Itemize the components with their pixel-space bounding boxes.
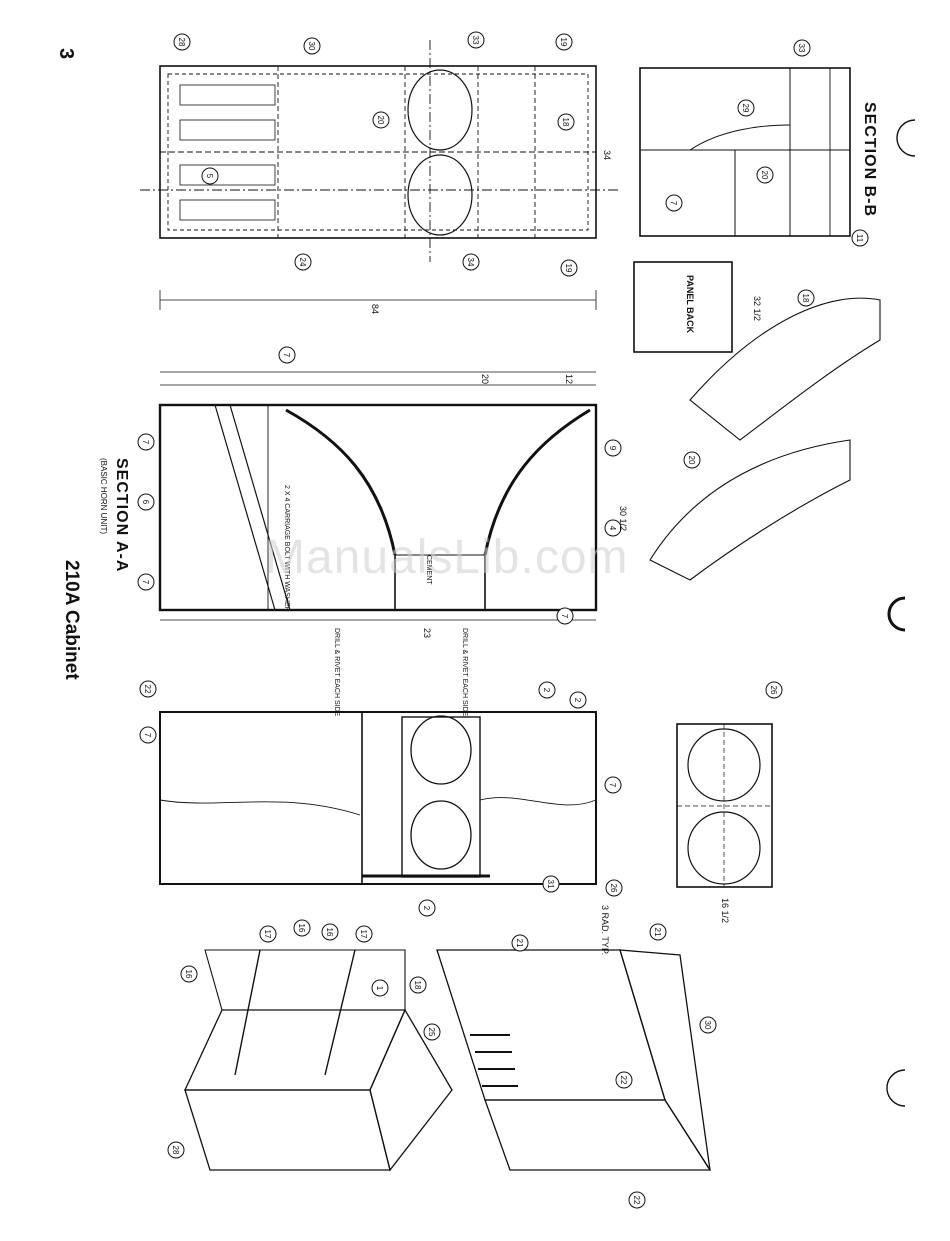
section-aa-subtitle: (BASIC HORN UNIT) — [99, 458, 108, 534]
part-number-label: 7 — [141, 440, 150, 445]
part-number-label: 28 — [171, 1146, 180, 1155]
part-number-label: 1 — [375, 986, 384, 991]
part-number-label: 34 — [466, 258, 475, 267]
part-number-label: 31 — [546, 880, 555, 889]
dim-spacing-a: 12 — [564, 374, 574, 385]
part-number-label: 18 — [801, 294, 810, 303]
isometric-frame-assembly — [183, 949, 453, 1172]
part-number-label: 22 — [143, 685, 152, 694]
punch-hole-mark — [887, 596, 906, 632]
part-number-label: 26 — [769, 686, 778, 695]
top-plan-view — [140, 40, 620, 262]
baffle-board-detail — [676, 723, 773, 888]
part-number-label: 7 — [560, 614, 569, 619]
section-aa-title: SECTION A-A — [113, 458, 130, 573]
part-number-label: 7 — [669, 201, 678, 206]
dim-aa-depth: 30 1/2 — [618, 506, 628, 532]
horn-panel-details — [649, 297, 881, 581]
rear-elevation-view — [159, 711, 597, 885]
part-number-label: 22 — [619, 1076, 628, 1085]
dim-spacing-c: 23 — [422, 628, 432, 639]
part-number-label: 33 — [797, 44, 806, 53]
part-number-label: 29 — [741, 104, 750, 113]
dim-overall-length: 84 — [370, 304, 380, 315]
part-number-label: 6 — [141, 500, 150, 505]
part-balloons — [137, 31, 869, 1209]
part-number-label: 17 — [359, 930, 368, 939]
cement-note: CEMENT — [425, 555, 432, 585]
part-number-label: 16 — [325, 928, 334, 937]
part-number-label: 24 — [298, 258, 307, 267]
part-number-label: 7 — [141, 580, 150, 585]
part-number-label: 11 — [855, 234, 864, 243]
isometric-shell-assembly — [436, 949, 712, 1171]
part-number-label: 18 — [561, 118, 570, 127]
panel-back — [633, 261, 733, 353]
dim-overall-width: 34 — [602, 150, 612, 161]
dim-radius: 3 RAD. TYP. — [600, 905, 610, 956]
section-bb-title: SECTION B-B — [861, 102, 878, 217]
punch-hole-mark — [886, 1069, 906, 1107]
part-number-label: 7 — [282, 353, 291, 358]
section-bb-view — [639, 67, 851, 237]
part-number-label: 22 — [632, 1196, 641, 1205]
part-number-label: 33 — [471, 36, 480, 45]
part-number-label: 9 — [608, 446, 617, 451]
part-number-label: 2 — [542, 688, 551, 693]
part-number-label: 30 — [307, 42, 316, 51]
part-number-label: 25 — [427, 1028, 436, 1037]
part-number-label: 20 — [376, 116, 385, 125]
part-number-label: 20 — [760, 171, 769, 180]
dim-baffle-width: 16 1/2 — [720, 898, 730, 924]
part-number-label: 30 — [703, 1021, 712, 1030]
part-number-label: 17 — [263, 930, 272, 939]
part-number-label: 2 — [573, 698, 582, 703]
page-number: 3 — [55, 47, 78, 60]
part-number-label: 16 — [297, 924, 306, 933]
part-number-label: 16 — [184, 970, 193, 979]
part-number-label: 2 — [422, 906, 431, 911]
part-number-label: 28 — [177, 38, 186, 47]
dim-panel-height: 32 1/2 — [752, 296, 762, 322]
punch-hole-mark — [896, 119, 916, 157]
drill-note: DRILL & RIVET EACH SIDE — [333, 628, 340, 717]
overall-dimension-line — [159, 290, 597, 373]
part-number-label: 21 — [515, 939, 524, 948]
drill-note-right: DRILL & RIVET EACH SIDE — [461, 628, 468, 717]
part-number-label: 26 — [609, 884, 618, 893]
part-number-label: 19 — [564, 264, 573, 273]
part-number-label: 20 — [687, 456, 696, 465]
part-number-label: 5 — [205, 174, 214, 179]
section-aa-view — [158, 384, 598, 621]
panel-back-label: PANEL BACK — [685, 275, 695, 334]
cabinet-title: 210A Cabinet — [61, 560, 82, 680]
part-number-label: 4 — [608, 526, 617, 531]
dim-spacing-b: 20 — [480, 374, 490, 385]
part-number-label: 18 — [413, 981, 422, 990]
part-number-label: 19 — [559, 38, 568, 47]
part-number-label: 21 — [653, 928, 662, 937]
carriage-bolt-note: 2 X 4 CARRIAGE BOLT WITH WASHER — [283, 485, 290, 612]
part-number-label: 7 — [608, 783, 617, 788]
part-number-label: 7 — [143, 733, 152, 738]
